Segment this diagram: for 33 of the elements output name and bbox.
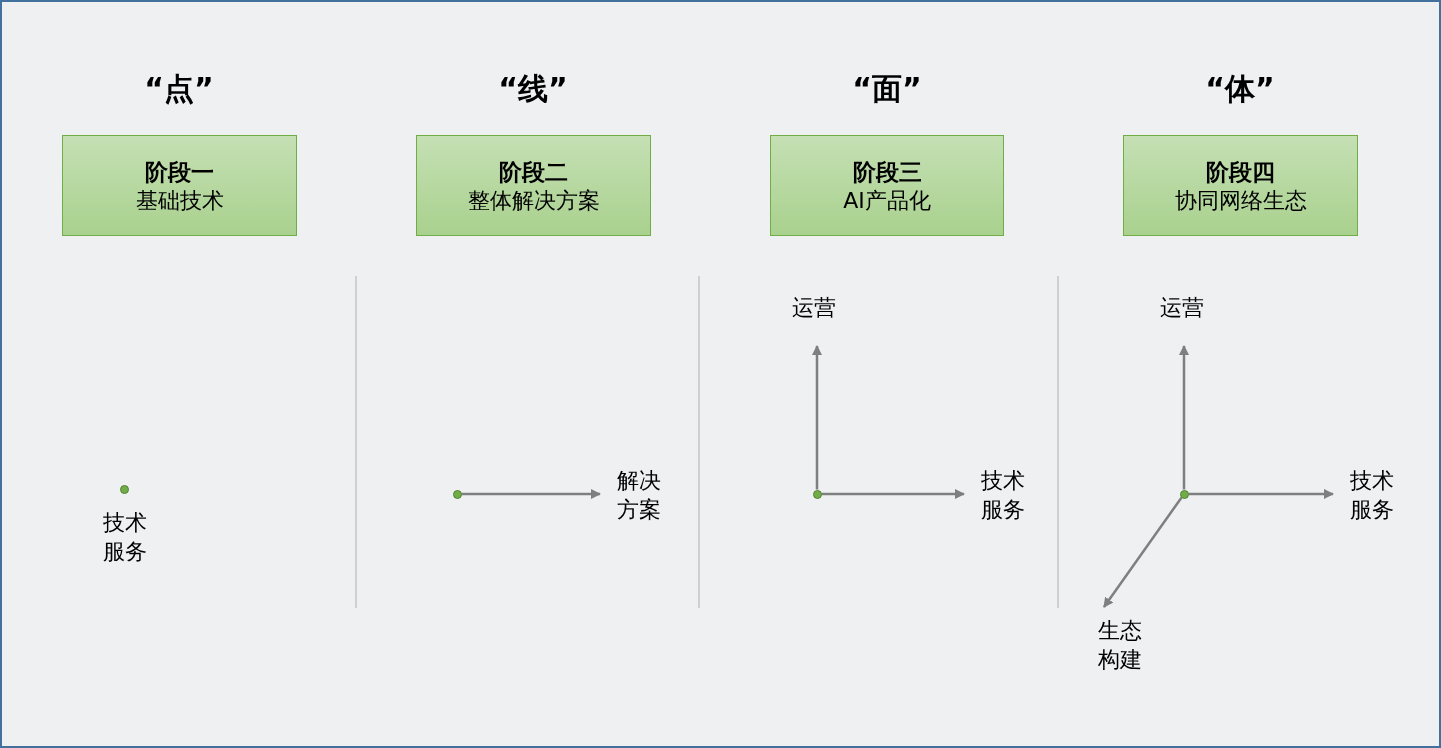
stage-subtitle: AI产品化 [843, 186, 931, 215]
stage-heading: “体” [1204, 71, 1276, 107]
axis-label: 技术服务 [964, 464, 1036, 526]
arrow [1188, 489, 1334, 499]
point-dot [1179, 489, 1189, 499]
point-dot [452, 489, 462, 499]
axis-label: 生态构建 [1092, 606, 1154, 676]
stage-subtitle: 基础技术 [135, 186, 224, 215]
stage-box [62, 135, 297, 236]
axis-label: 技术服务 [1333, 464, 1405, 526]
point-dot [119, 484, 129, 494]
arrow [461, 489, 601, 499]
stage-subtitle: 协同网络生态 [1174, 186, 1307, 215]
axis-label: 技术服务 [103, 509, 148, 566]
arrow [821, 489, 965, 499]
axis-label: 运营 [790, 293, 846, 346]
stage-box [770, 135, 1004, 236]
axis-label: 运营 [1158, 293, 1214, 346]
stage-title: 阶段二 [499, 157, 568, 187]
axis-label: 解决方案 [600, 464, 672, 526]
stage-heading: “面” [851, 71, 923, 107]
stage-title: 阶段一 [145, 157, 214, 187]
point-dot [812, 489, 822, 499]
stage-subtitle: 整体解决方案 [467, 186, 600, 215]
stage-box [1123, 135, 1358, 236]
stage-heading: “点” [143, 71, 215, 107]
stage-box [416, 135, 651, 236]
stage-title: 阶段四 [1206, 157, 1275, 187]
stage-heading: “线” [497, 71, 569, 107]
arrow [1179, 345, 1189, 490]
stage-title: 阶段三 [852, 157, 922, 187]
arrow [812, 345, 822, 490]
arrow [1102, 496, 1183, 608]
